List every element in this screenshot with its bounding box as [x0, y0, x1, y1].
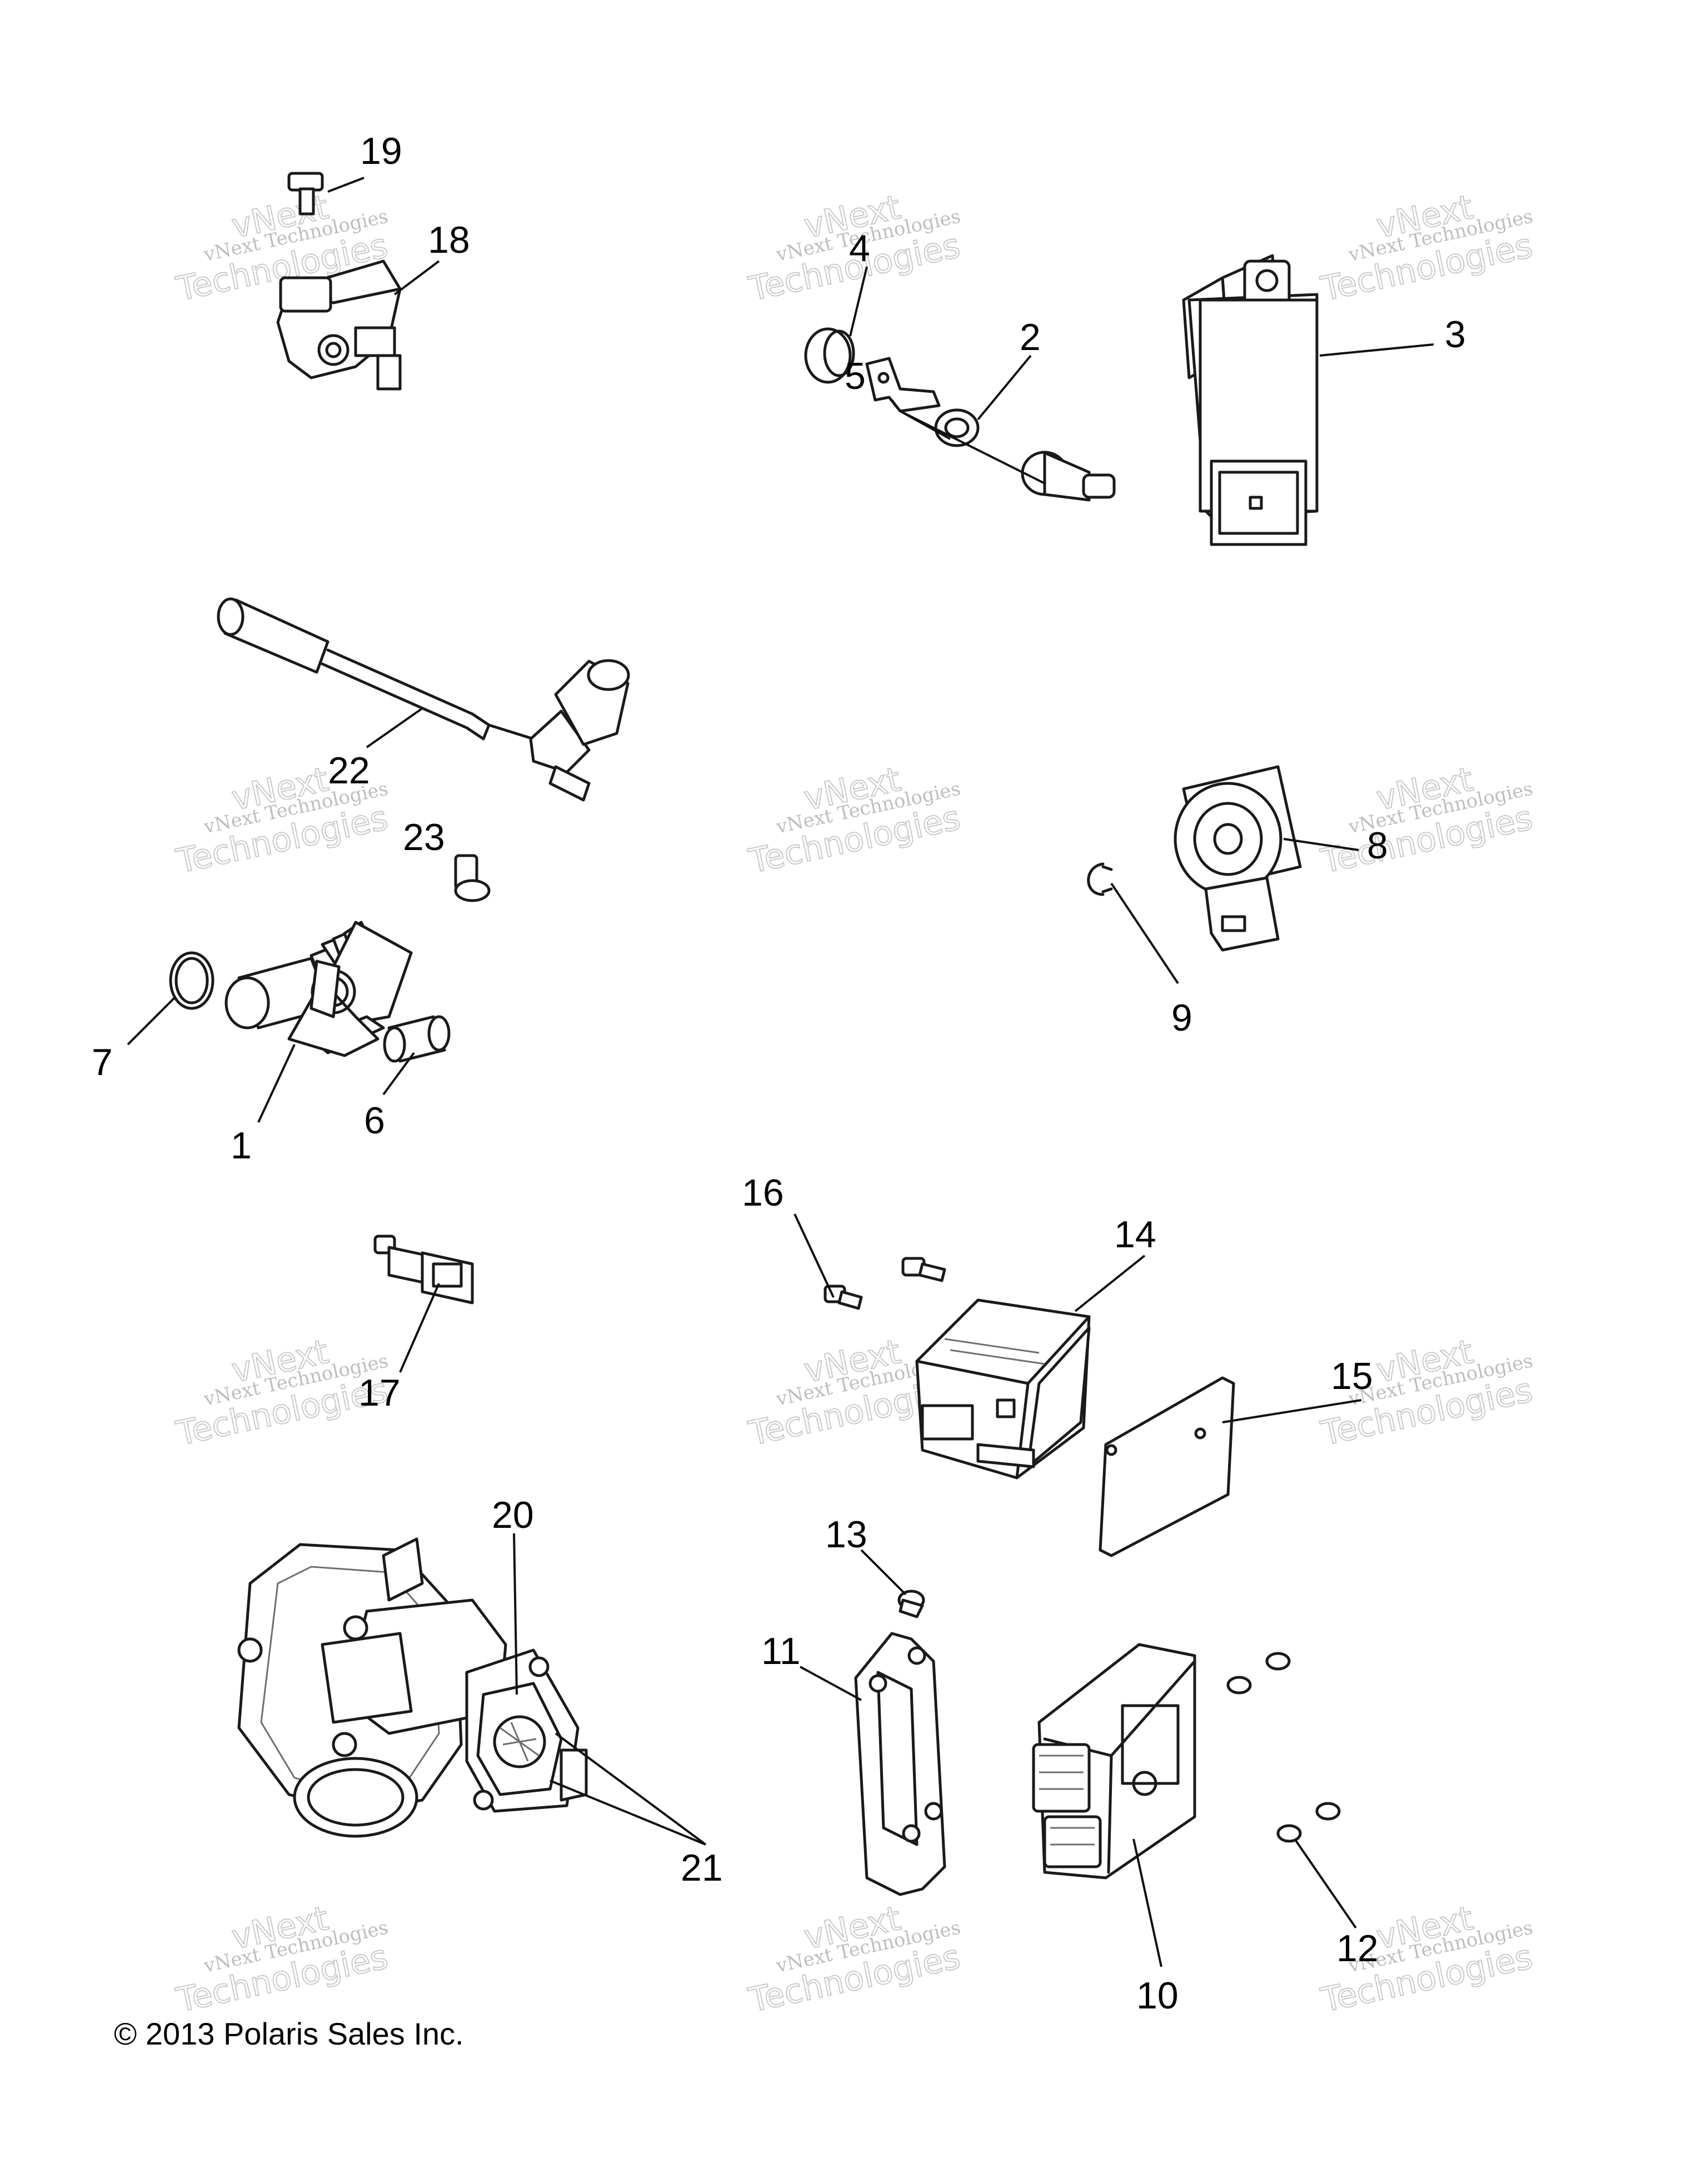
callout-12: 12 — [1336, 1927, 1379, 1970]
callout-22: 22 — [328, 749, 370, 792]
clip-9-icon — [1087, 862, 1113, 896]
callout-17: 17 — [358, 1372, 401, 1414]
screw-16-icon — [823, 1257, 946, 1310]
ecu-10-icon — [1032, 1643, 1196, 1880]
callout-23: 23 — [403, 816, 445, 858]
copyright-notice: © 2013 Polaris Sales Inc. — [114, 2016, 464, 2051]
callout-1: 1 — [231, 1125, 252, 1167]
callout-21: 21 — [681, 1847, 723, 1889]
bolt-13-icon — [897, 1590, 925, 1618]
ecu-housing-14-icon — [915, 1298, 1091, 1480]
cap-4-icon — [804, 327, 855, 384]
callout-4: 4 — [849, 227, 870, 269]
callout-labels: 19 18 4 2 3 5 22 23 8 9 7 1 6 17 16 14 1… — [92, 130, 1466, 2017]
temp-sensor-17-icon — [373, 1235, 474, 1305]
callout-8: 8 — [1367, 824, 1388, 867]
callout-11: 11 — [761, 1630, 801, 1672]
callout-19: 19 — [360, 130, 402, 172]
callout-9: 9 — [1171, 997, 1192, 1039]
dowel-6-icon — [383, 1015, 451, 1063]
throttle-body-20-icon — [237, 1537, 507, 1838]
leader-lines — [127, 177, 1434, 1967]
mounting-bracket-11-icon — [854, 1632, 946, 1896]
speed-sensor-22-icon — [217, 597, 630, 802]
map-sensor-18-icon — [276, 259, 402, 391]
gasket-15-icon — [1099, 1376, 1235, 1557]
callout-13: 13 — [825, 1513, 867, 1556]
callout-7: 7 — [92, 1041, 113, 1083]
callout-14: 14 — [1114, 1213, 1156, 1256]
bracket-tab-5-icon — [865, 357, 941, 413]
callout-3: 3 — [1445, 313, 1466, 356]
o-ring-7-icon — [169, 951, 214, 1010]
callout-10: 10 — [1136, 1975, 1179, 2017]
screws-12-icon — [1226, 1652, 1341, 1843]
relay-module-3-icon — [1182, 254, 1319, 546]
callout-16: 16 — [742, 1172, 784, 1214]
position-sensor-1-icon — [224, 921, 413, 1057]
bolt-23-icon — [454, 854, 491, 902]
callout-15: 15 — [1331, 1355, 1373, 1397]
sensor-plug-5-icon — [1021, 451, 1116, 502]
callout-2: 2 — [1020, 316, 1041, 358]
screw-19-icon — [287, 172, 324, 216]
callout-20: 20 — [492, 1494, 534, 1536]
callout-18: 18 — [428, 219, 470, 261]
callout-5: 5 — [845, 355, 866, 397]
knock-sensor-8-icon — [1174, 765, 1302, 952]
callout-6: 6 — [364, 1100, 385, 1142]
